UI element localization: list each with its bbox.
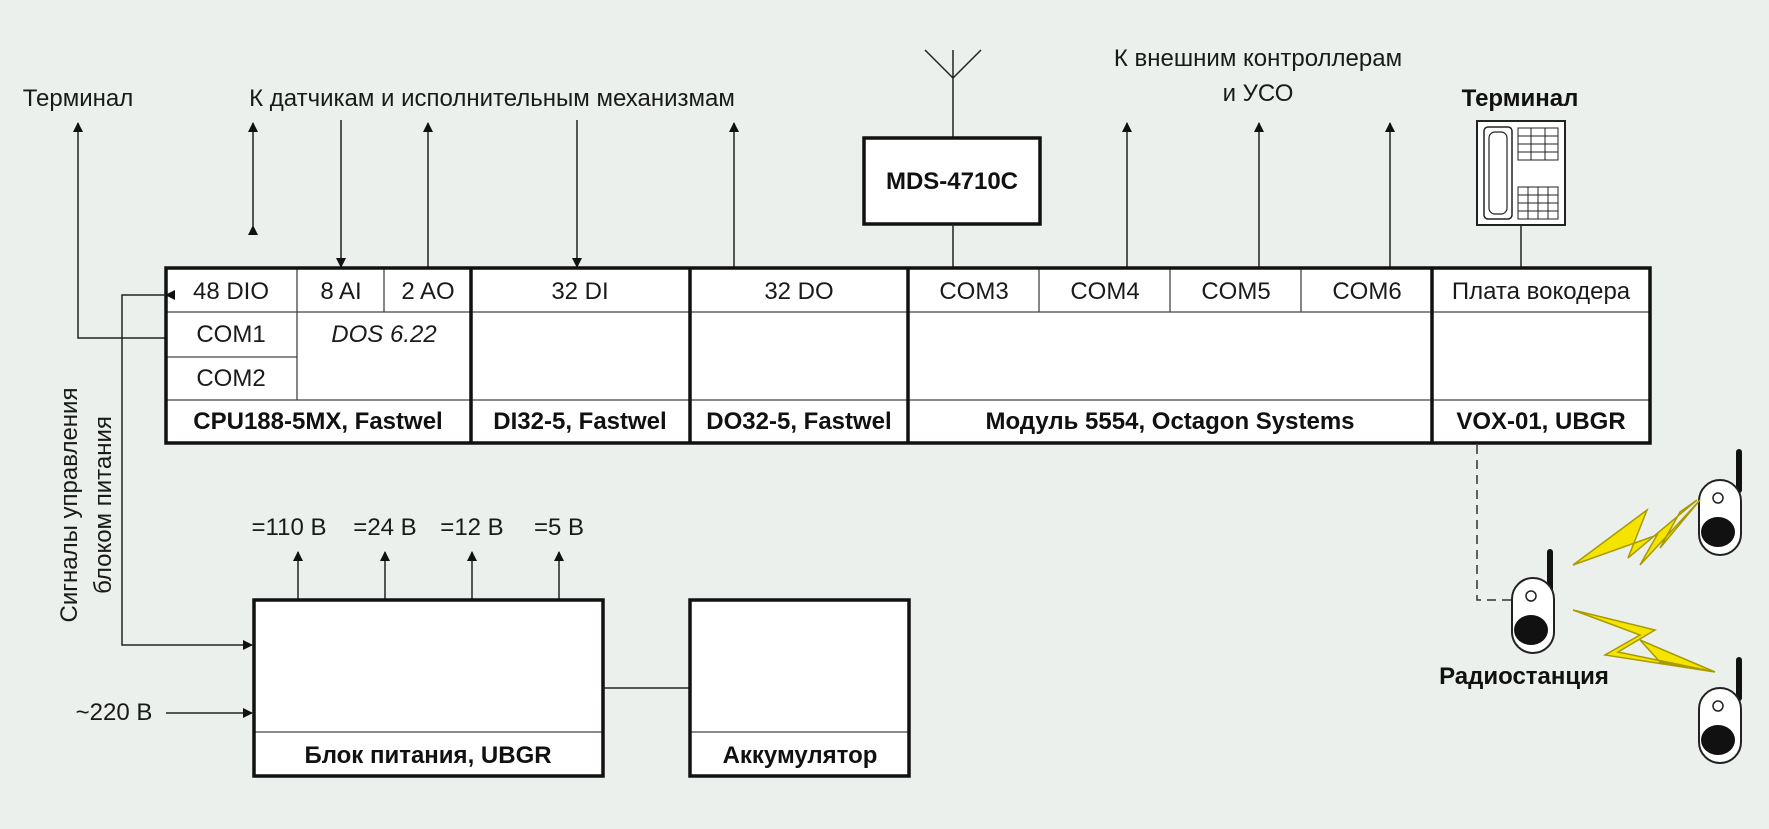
module-cpu-name: CPU188-5MX, Fastwel	[193, 408, 442, 435]
terminal-right-label: Терминал	[1462, 85, 1579, 112]
battery-name: Аккумулятор	[723, 742, 878, 769]
port-com1: COM1	[196, 321, 265, 348]
radio-label: Радиостанция	[1439, 663, 1609, 690]
modem-label: MDS-4710C	[886, 168, 1018, 195]
terminal-icon	[1476, 120, 1566, 226]
power-supply-name: Блок питания, UBGR	[304, 742, 551, 769]
terminal-left-label: Терминал	[23, 85, 134, 112]
battery-box	[688, 598, 911, 778]
external-controllers-label-2: и УСО	[1223, 80, 1294, 107]
port-2ao: 2 AO	[401, 278, 454, 305]
port-32di: 32 DI	[551, 278, 608, 305]
power-out-12: =12 В	[440, 514, 503, 541]
port-com4: COM4	[1070, 278, 1139, 305]
module-do-name: DO32-5, Fastwel	[706, 408, 891, 435]
port-32do: 32 DO	[764, 278, 833, 305]
sensors-label: К датчикам и исполнительным механизмам	[249, 85, 735, 112]
radio-icon	[1698, 449, 1742, 556]
power-out-5: =5 В	[534, 514, 584, 541]
lightning-icon	[1572, 609, 1716, 673]
port-com3: COM3	[939, 278, 1008, 305]
module-vox-name: VOX-01, UBGR	[1456, 408, 1625, 435]
port-vocoder: Плата вокодера	[1452, 278, 1631, 305]
power-input-label: ~220 В	[76, 699, 153, 726]
power-out-110: =110 В	[252, 514, 327, 541]
side-label-line2: блоком питания	[90, 416, 117, 594]
port-8ai: 8 AI	[320, 278, 361, 305]
power-out-24: =24 В	[353, 514, 416, 541]
antenna-icon	[924, 49, 982, 138]
modem-box	[862, 136, 1042, 226]
module-rack	[164, 266, 1652, 445]
port-48dio: 48 DIO	[193, 278, 269, 305]
os-label: DOS 6.22	[331, 321, 436, 348]
lightning-icon	[1572, 499, 1701, 566]
side-label-line1: Сигналы управления	[56, 388, 83, 623]
module-di-name: DI32-5, Fastwel	[493, 408, 666, 435]
external-controllers-label: К внешним контроллерам	[1114, 45, 1402, 72]
port-com2: COM2	[196, 365, 265, 392]
radio-icon	[1698, 657, 1742, 764]
power-supply-box	[252, 598, 605, 778]
port-com5: COM5	[1201, 278, 1270, 305]
module-com-name: Модуль 5554, Octagon Systems	[985, 408, 1354, 435]
port-com6: COM6	[1332, 278, 1401, 305]
vocoder-radio-link	[1476, 445, 1513, 601]
radio-icon	[1511, 549, 1555, 654]
